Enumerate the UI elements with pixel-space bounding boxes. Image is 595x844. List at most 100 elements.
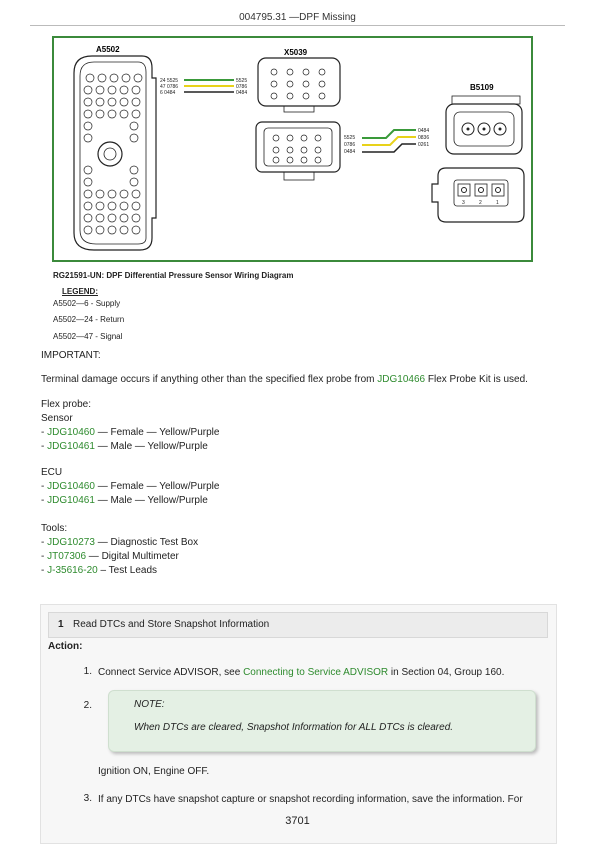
connector-pin (83, 213, 93, 223)
x5039-bottom-latch (283, 171, 315, 181)
connector-pin (107, 201, 117, 211)
a5502-center-screw (97, 141, 123, 167)
b5109-label: B5109 (470, 83, 494, 92)
x5039-bottom-wire-labels: 5525 0786 0484 (344, 135, 355, 155)
note-box (108, 690, 536, 752)
b5109-top-latch (451, 95, 521, 105)
connector-pin (129, 165, 139, 175)
x5039-bottom-pin-grid (272, 134, 322, 164)
sensor-list-item: - JDG10461 — Male — Yellow/Purple (41, 440, 208, 454)
connector-pin (131, 201, 141, 211)
ecu-list-item: - JDG10461 — Male — Yellow/Purple (41, 494, 208, 508)
list-bullet: - (41, 565, 48, 576)
tool-list-item: - J-35616-20 – Test Leads (41, 564, 157, 578)
connector-pin (133, 73, 143, 83)
connector-pin (83, 201, 93, 211)
connector-pin (129, 121, 139, 131)
x5039-bottom-connector (255, 121, 341, 173)
x5039-top-wire-label-3: 0484 (236, 90, 247, 96)
jdg10460-link[interactable]: JDG10460 (47, 427, 95, 438)
connector-pin (318, 80, 326, 88)
connector-pin (83, 165, 93, 175)
connector-pin (119, 109, 129, 119)
page-number: 3701 (285, 815, 310, 827)
jdg10461-link[interactable]: JDG10461 (47, 441, 95, 452)
list-number: 1. (83, 666, 92, 677)
connector-pin (83, 177, 93, 187)
connector-pin (119, 189, 129, 199)
connector-pin (286, 68, 294, 76)
connector-pin (300, 134, 308, 142)
note-label: NOTE: (134, 699, 165, 710)
a5502-wire-label-3: 6 0484 (160, 90, 176, 96)
a5502-connector-inner (79, 61, 147, 245)
connector-pin (83, 189, 93, 199)
legend-item: A5502—47 - Signal (53, 332, 123, 341)
connector-pin (83, 121, 93, 131)
wire-green-right (362, 129, 416, 139)
connector-pin (95, 85, 105, 95)
b5109-pin-dot (482, 127, 486, 131)
b5109-terminal-box (491, 183, 505, 197)
jdg10466-link[interactable]: JDG10466 (377, 374, 426, 385)
connector-pin (286, 146, 294, 154)
connector-pin (131, 85, 141, 95)
b5109-terminal (478, 187, 484, 193)
connector-pin (300, 146, 308, 154)
x5039-top-connector (257, 57, 341, 107)
connector-pin (95, 213, 105, 223)
ecu-list-item: - JDG10460 — Female — Yellow/Purple (41, 480, 219, 494)
jt07306-link[interactable]: JT07306 (47, 551, 87, 562)
connector-pin (83, 225, 93, 235)
connecting-service-advisor-link[interactable]: Connecting to Service ADVISOR (243, 667, 389, 678)
wiring-diagram-svg: A5502 24 5525 47 0786 6 0484 5525 0786 0… (73, 45, 525, 251)
important-text: Terminal damage occurs if anything other… (41, 374, 378, 385)
flex-probe-heading: Flex probe: (41, 399, 92, 410)
list-item-text: — Diagnostic Test Box (94, 537, 199, 548)
wiring-diagram: A5502 24 5525 47 0786 6 0484 5525 0786 0… (52, 36, 533, 262)
important-heading: IMPORTANT: (41, 350, 101, 361)
action-item-continuation: Ignition ON, Engine OFF. (98, 766, 210, 777)
list-item-text: — Male — Yellow/Purple (94, 495, 208, 506)
jdg10460-link[interactable]: JDG10460 (47, 481, 95, 492)
x5039-top-latch (283, 105, 315, 113)
connector-pin (131, 189, 141, 199)
connector-pin (83, 109, 93, 119)
a5502-wire-label-1: 24 5525 (160, 78, 178, 84)
a5502-center-screw-inner (103, 147, 117, 161)
connector-pin (83, 133, 93, 143)
x5039-bottom-wire-label-1: 5525 (344, 135, 355, 141)
ecu-heading: ECU (41, 467, 63, 478)
list-bullet: - (41, 495, 48, 506)
a5502-label: A5502 (96, 45, 120, 54)
legend-item: A5502—6 - Supply (53, 299, 121, 308)
tools-heading: Tools: (41, 523, 68, 534)
jdg10273-link[interactable]: JDG10273 (47, 537, 95, 548)
list-bullet: - (41, 551, 48, 562)
b5109-wire-label-3: 0261 (418, 142, 429, 148)
connector-pin (131, 213, 141, 223)
list-bullet: - (41, 537, 48, 548)
connector-pin (286, 134, 294, 142)
important-text: Flex Probe Kit is used. (425, 374, 528, 385)
b5109-pin-socket (477, 122, 491, 136)
connector-pin (107, 225, 117, 235)
connector-pin (302, 92, 310, 100)
step-title: Read DTCs and Store Snapshot Information (73, 619, 270, 630)
note-text: When DTCs are cleared, Snapshot Informat… (134, 722, 454, 733)
j-35616-20-link[interactable]: J-35616-20 (47, 565, 98, 576)
b5109-pin-socket (493, 122, 507, 136)
connector-pin (314, 156, 322, 164)
header-divider (30, 25, 565, 26)
b5109-terminal (461, 187, 467, 193)
connector-pin (318, 68, 326, 76)
jdg10461-link[interactable]: JDG10461 (47, 495, 95, 506)
sensor-heading: Sensor (41, 413, 73, 424)
b5109-pin-dot (498, 127, 502, 131)
x5039-label: X5039 (284, 48, 308, 57)
action-item: Connect Service ADVISOR, see Connecting … (98, 666, 504, 680)
a5502-wire-labels: 24 5525 47 0786 6 0484 (160, 78, 178, 96)
connector-pin (119, 85, 129, 95)
figure-caption: RG21591-UN: DPF Differential Pressure Se… (53, 271, 294, 280)
x5039-top-wire-label-1: 5525 (236, 78, 247, 84)
